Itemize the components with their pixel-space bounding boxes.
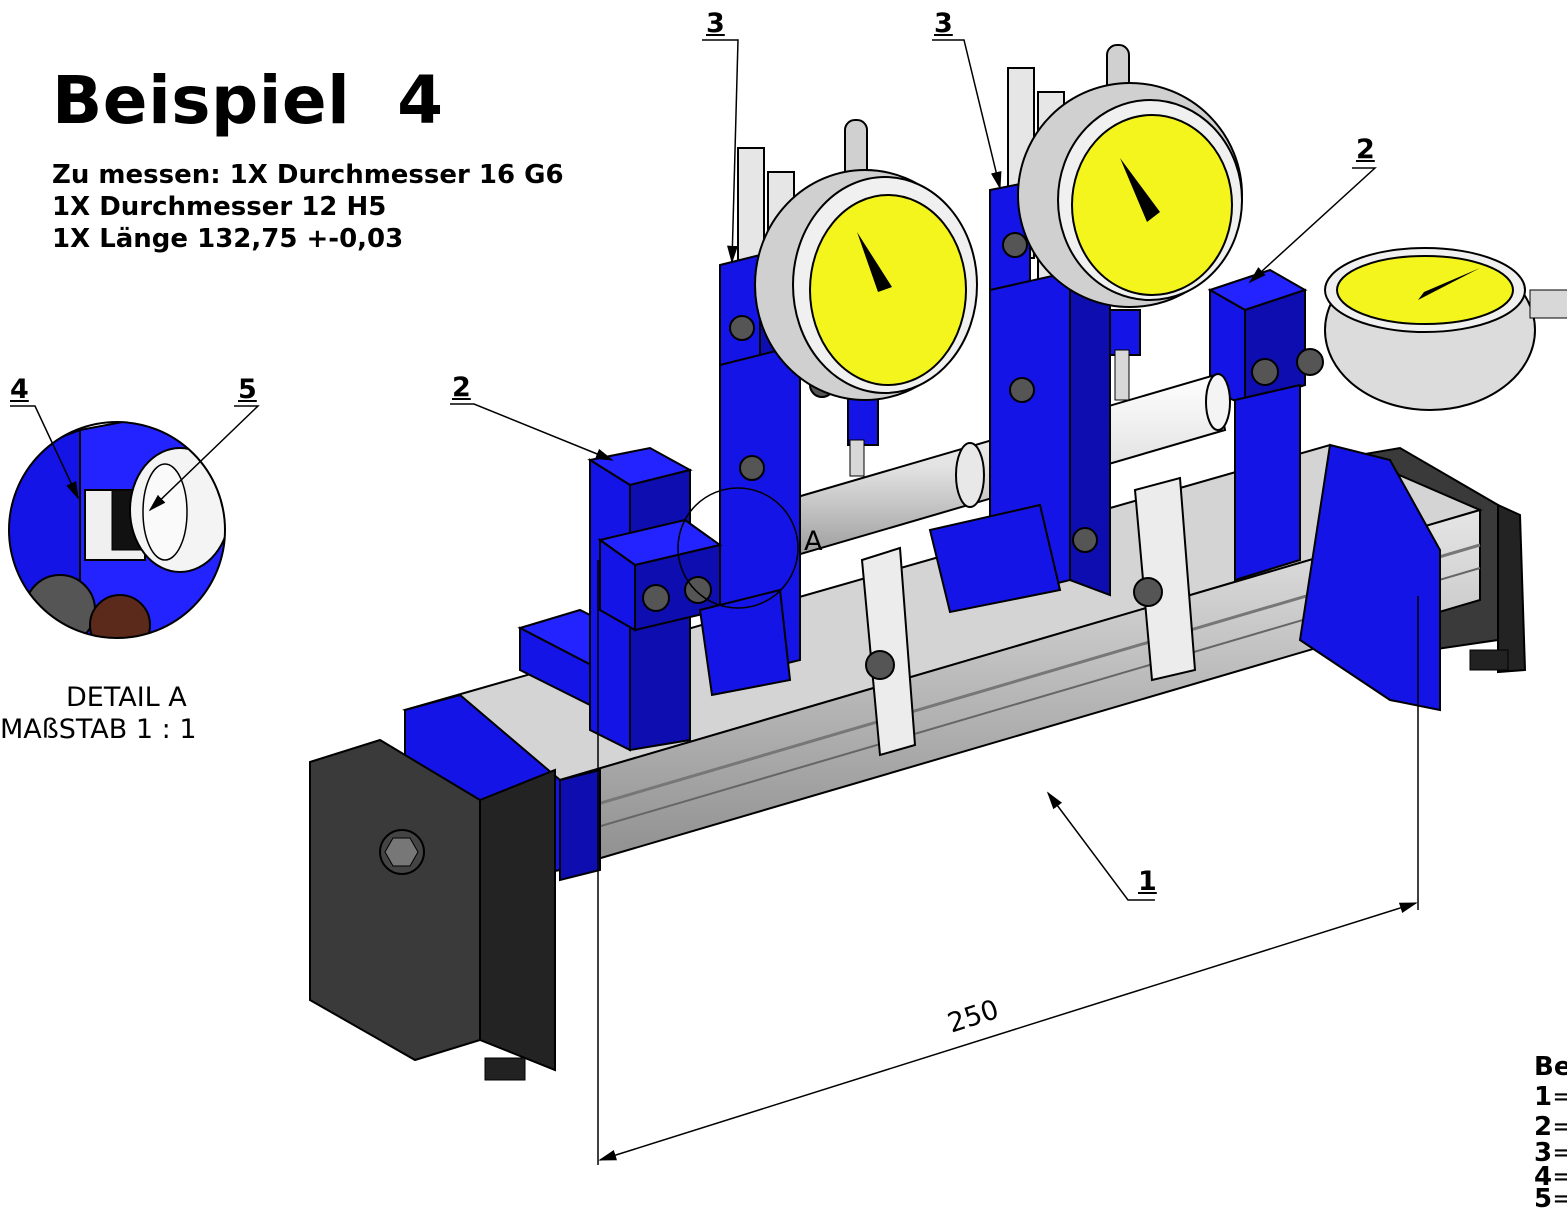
legend-item-3: 3=: [1534, 1138, 1567, 1168]
legend-number: 3: [1534, 1138, 1553, 1168]
legend-number: 2: [1534, 1112, 1553, 1142]
dimension-250: [597, 560, 1419, 1165]
page-title: Beispiel 4: [52, 62, 444, 139]
callout-2-right: 2: [1356, 134, 1375, 165]
spec-line-2: 1X Durchmesser 12 H5: [52, 192, 387, 222]
legend-item-2: 2=: [1534, 1112, 1567, 1142]
spec-line-1: Zu messen: 1X Durchmesser 16 G6: [52, 160, 564, 190]
legend-item-1: 1=: [1534, 1082, 1567, 1112]
legend-number: 5: [1534, 1184, 1553, 1214]
dial-gauge-right: [1017, 44, 1243, 401]
detail-a-view: [8, 421, 226, 639]
callout-3-left: 3: [706, 8, 725, 39]
dial-gauge-left: [754, 119, 978, 477]
callout-1: 1: [1138, 866, 1157, 897]
legend-equals: =: [1552, 1082, 1567, 1112]
clamp-blocks: [698, 476, 1197, 757]
foot-left: [309, 738, 556, 1081]
detail-caption-2: MAßSTAB 1 : 1: [0, 714, 197, 745]
detail-caption-1: DETAIL A: [66, 682, 187, 713]
legend-number: 1: [1534, 1082, 1553, 1112]
callout-3-right: 3: [934, 8, 953, 39]
callout-2-left: 2: [452, 372, 471, 403]
legend-equals: =: [1552, 1162, 1567, 1192]
support-block-left: [517, 446, 723, 752]
legend-equals: =: [1552, 1138, 1567, 1168]
legend-equals: =: [1552, 1184, 1567, 1214]
dial-gauge-horizontal: [1324, 247, 1567, 411]
leader-lines: [10, 39, 1377, 901]
legend-item-4: 4=: [1534, 1162, 1567, 1192]
legend-item-5: 5=: [1534, 1184, 1567, 1214]
legend-heading: Be: [1534, 1052, 1567, 1082]
detail-a-marker: [677, 487, 799, 609]
legend-number: 4: [1534, 1162, 1553, 1192]
callout-4: 4: [10, 374, 29, 405]
spec-line-3: 1X Länge 132,75 +-0,03: [52, 224, 404, 254]
detail-marker-label: A: [804, 526, 823, 557]
callout-5: 5: [238, 374, 257, 405]
legend-equals: =: [1552, 1112, 1567, 1142]
